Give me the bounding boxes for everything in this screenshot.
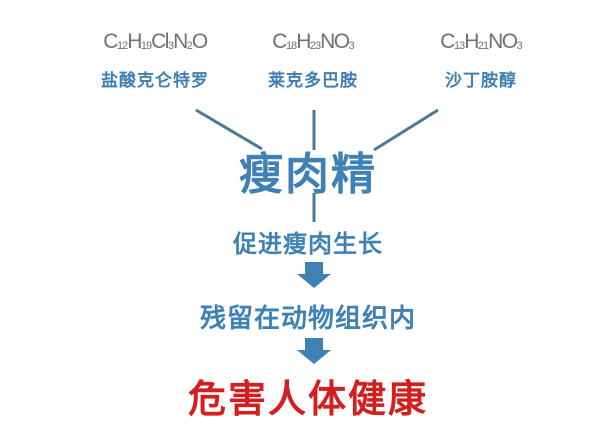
name-ractopamine: 莱克多巴胺 (268, 71, 358, 91)
formula-ractopamine: C18H23NO3 (272, 30, 354, 53)
connector-right (373, 108, 439, 152)
connector-left (195, 108, 263, 151)
formula-salbutamol: C13H21NO3 (440, 30, 522, 53)
name-clenbuterol: 盐酸克仑特罗 (101, 71, 209, 91)
center-title: 瘦肉精 (239, 149, 377, 200)
arrow-down-icon (297, 262, 331, 288)
step-residue: 残留在动物组织内 (199, 304, 416, 334)
formula-clenbuterol: C12H19Cl3N2O (103, 30, 208, 53)
step-promote-growth: 促进瘦肉生长 (233, 230, 383, 258)
result-harm: 危害人体健康 (187, 377, 428, 421)
arrow-down-icon (297, 338, 331, 364)
name-salbutamol: 沙丁胺醇 (445, 71, 517, 91)
